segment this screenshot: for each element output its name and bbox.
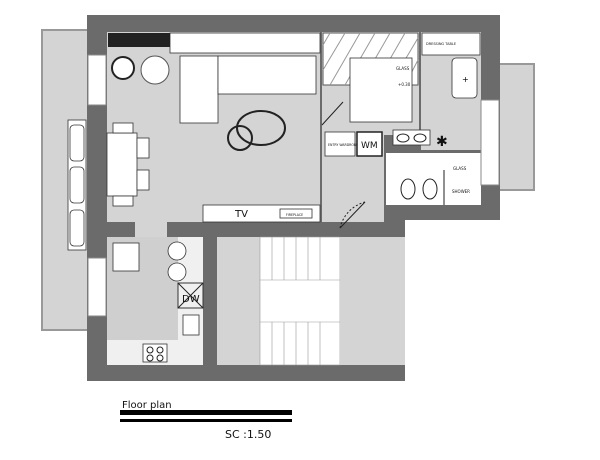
level-label: +0.30 bbox=[398, 82, 411, 87]
window-left-bottom bbox=[87, 257, 107, 317]
coffee-table bbox=[236, 110, 286, 146]
dishwasher bbox=[177, 282, 204, 309]
tv-label: TV bbox=[234, 209, 248, 220]
bidet bbox=[422, 178, 438, 200]
armchair bbox=[140, 55, 170, 85]
double-sink bbox=[392, 129, 431, 146]
wm-label: WM bbox=[361, 141, 378, 151]
fireplace bbox=[279, 208, 313, 219]
fireplace-label: FIREPLACE bbox=[286, 213, 303, 217]
window-left-top bbox=[87, 54, 107, 106]
side-table bbox=[111, 56, 135, 80]
washing-machine bbox=[356, 131, 383, 157]
window-right bbox=[480, 99, 500, 186]
toilet bbox=[400, 178, 416, 200]
right-balcony bbox=[497, 63, 535, 191]
kitchen-sink bbox=[182, 314, 200, 336]
glass-bedroom-label: GLASS bbox=[396, 66, 410, 71]
bedroom-door bbox=[321, 101, 344, 126]
dining-table bbox=[106, 132, 138, 197]
entry-wardrobe-label: ENTRY WARDROBE bbox=[328, 143, 358, 147]
bed bbox=[349, 57, 413, 123]
cooktop bbox=[142, 343, 168, 363]
caption-rule-thick bbox=[120, 410, 292, 415]
shower-label: SHOWER bbox=[452, 189, 470, 194]
kitchen-chair bbox=[112, 242, 140, 272]
bathtub bbox=[451, 57, 478, 99]
plus-mark: + bbox=[462, 75, 469, 84]
dw-label: DW bbox=[182, 294, 200, 305]
caption-scale: SC :1.50 bbox=[225, 428, 271, 441]
plant-icon: ✱ bbox=[436, 134, 448, 150]
caption-title: Floor plan bbox=[122, 400, 172, 411]
door bbox=[339, 201, 366, 229]
glass-shower-label: GLASS bbox=[453, 166, 467, 171]
dressing-table-label: DRESSING TABLE bbox=[426, 42, 456, 46]
planter bbox=[108, 33, 170, 47]
entry-wardrobe bbox=[324, 131, 356, 157]
sofa bbox=[179, 55, 219, 124]
caption-rule-thin bbox=[120, 419, 292, 422]
